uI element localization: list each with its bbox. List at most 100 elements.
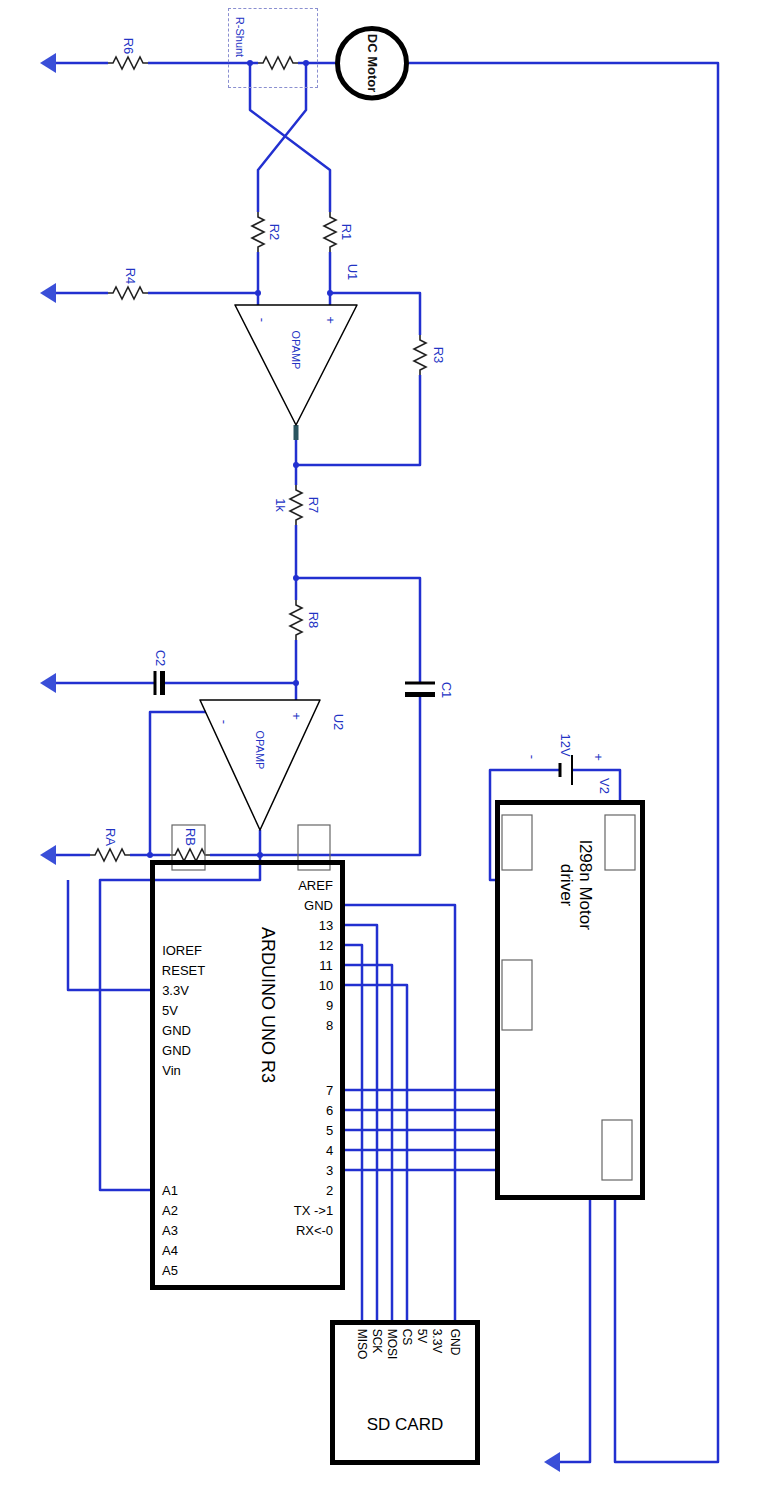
- node-title: DC Motor: [365, 34, 379, 93]
- ground-symbol: [40, 53, 560, 1472]
- connector-outline: [502, 960, 532, 1030]
- junction-dot: [293, 462, 299, 468]
- part-label: R7: [307, 497, 320, 514]
- wire: [318, 62, 335, 65]
- wire: [345, 905, 455, 1320]
- junction-dot: [327, 290, 333, 296]
- wire: [100, 830, 260, 1190]
- part-label: +: [324, 316, 337, 324]
- pin-label: IOREF: [162, 944, 202, 957]
- wire: [295, 440, 298, 700]
- opamp-triangle-shape: [200, 700, 320, 830]
- pin-label: 3.3V: [162, 984, 189, 997]
- wire: [345, 1109, 495, 1112]
- wire: [258, 252, 330, 305]
- part-label: -: [218, 720, 231, 724]
- part-label: R2: [268, 224, 281, 241]
- capacitor-symbol: [160, 671, 165, 695]
- capacitor-symbol: [154, 671, 157, 695]
- pin-label: GND: [162, 1044, 191, 1057]
- pin-label: MOSI: [386, 1328, 398, 1359]
- pin-label: A2: [162, 1204, 178, 1217]
- part-label: 12V: [559, 733, 572, 756]
- resistor-symbol: [90, 57, 426, 861]
- resistor-symbol: [108, 287, 148, 299]
- pin-label: 10: [319, 979, 333, 992]
- resistor-symbol: [90, 849, 130, 861]
- wire: [260, 578, 420, 855]
- part-label: V2: [598, 778, 611, 794]
- wire: [345, 945, 362, 1320]
- connector-outline: [172, 815, 635, 1180]
- node-title: OPAMP: [290, 331, 302, 370]
- connector-outline: [605, 815, 635, 870]
- pin-label: 4: [326, 1144, 333, 1157]
- capacitor-symbol: [405, 682, 435, 685]
- ground-symbol: [40, 845, 56, 865]
- pin-label: A5: [162, 1264, 178, 1277]
- capacitor-symbol: [155, 671, 435, 697]
- node-title: ARDUINO UNO R3: [257, 927, 277, 1083]
- part-label: R8: [307, 612, 320, 629]
- pin-label: SCK: [371, 1328, 383, 1353]
- wire: [345, 1129, 495, 1132]
- battery-symbol: [560, 755, 572, 785]
- part-label: U2: [332, 714, 345, 731]
- ground-symbol: [40, 283, 56, 303]
- wire: [296, 293, 420, 465]
- part-label: R1: [340, 224, 353, 241]
- pin-label: AREF: [298, 879, 333, 892]
- wire: [56, 712, 260, 855]
- resistor-symbol: [108, 57, 148, 69]
- pin-label: 3: [326, 1164, 333, 1177]
- part-label: U1: [346, 264, 359, 281]
- wire: [56, 62, 318, 65]
- resistor-symbol: [324, 212, 336, 252]
- pin-label: 3.3V: [431, 1328, 443, 1353]
- pin-label: CS: [401, 1328, 413, 1345]
- pin-label: A1: [162, 1184, 178, 1197]
- ground-symbol: [544, 1452, 560, 1472]
- pin-label: 11: [319, 959, 333, 972]
- node-title: R-Shunt: [234, 17, 246, 57]
- opamp-output: [294, 425, 299, 440]
- ground-symbol: [40, 53, 56, 73]
- motor-circle-shape: [338, 28, 407, 97]
- part-label: R6: [122, 38, 135, 55]
- resistor-symbol: [252, 212, 264, 252]
- resistor-symbol: [258, 57, 298, 69]
- wire: [345, 1089, 495, 1092]
- resistor-symbol: [290, 600, 302, 640]
- wire: [56, 63, 620, 1462]
- pin-label: RX<-0: [296, 1224, 333, 1237]
- pin-label: 5: [326, 1124, 333, 1137]
- part-label: -: [526, 755, 539, 759]
- junction-dot: [255, 290, 261, 296]
- wire: [560, 1200, 590, 1462]
- pin-label: GND: [304, 899, 333, 912]
- motor-circle: DC Motor: [335, 26, 409, 101]
- part-label: -: [256, 318, 269, 322]
- junction-dot: [303, 60, 309, 66]
- capacitor-symbol: [405, 692, 435, 697]
- pin-label: 5V: [162, 1004, 178, 1017]
- wire: [56, 682, 296, 685]
- node-title: SD CARD: [367, 1416, 444, 1435]
- wire: [345, 965, 392, 1320]
- wire: [490, 770, 620, 880]
- junction-dot: [147, 60, 333, 858]
- part-label: RA: [104, 828, 117, 846]
- pin-label: RESET: [162, 964, 205, 977]
- junction-dot: [293, 680, 299, 686]
- part-label: 1k: [274, 498, 287, 512]
- part-label: R3: [432, 347, 445, 364]
- pin-label: 13: [319, 919, 333, 932]
- connector-outline: [602, 1120, 632, 1180]
- pin-label: 5V: [416, 1328, 428, 1343]
- pin-label: 12: [319, 939, 333, 952]
- pin-label: GND: [162, 1024, 191, 1037]
- part-label: RB: [184, 828, 197, 846]
- connector-outline: [502, 815, 532, 870]
